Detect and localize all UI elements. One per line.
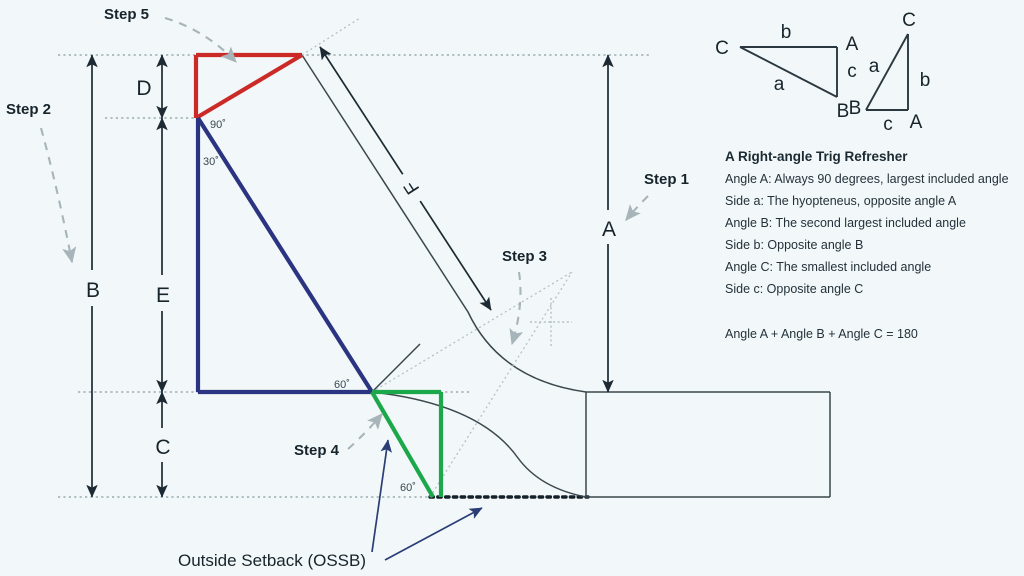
dimension-label-C: C: [155, 436, 170, 459]
trig-right-side-c-label: c: [883, 114, 893, 135]
trig-right-side-b-label: b: [920, 70, 931, 91]
trig-panel-title: A Right-angle Trig Refresher: [725, 149, 908, 164]
trig-right-vertex-C: C: [902, 10, 916, 31]
dimension-F-label-backing: [389, 166, 433, 210]
step-3-pointer-arrow: [509, 271, 524, 346]
trig-panel-equation: Angle A + Angle B + Angle C = 180: [725, 327, 918, 341]
dimension-E-label-backing: [148, 275, 177, 311]
trig-left-side-b-label: b: [781, 22, 792, 43]
trig-panel-line-3: Side b: Opposite angle B: [725, 238, 863, 252]
trig-panel-line-0: Angle A: Always 90 degrees, largest incl…: [725, 172, 1009, 186]
step-label-1: Step 1: [644, 171, 689, 188]
trig-left-vertex-B: B: [837, 101, 850, 122]
trig-left-vertex-C: C: [715, 38, 729, 59]
trig-right-side-a-label: a: [869, 56, 880, 77]
step-5-pointer-arrow: [164, 16, 237, 63]
green-triangle-hypotenuse: [370, 390, 435, 499]
trig-left-vertex-A: A: [846, 34, 859, 55]
angle-label-30: 30˚: [203, 156, 219, 168]
step-2-pointer-arrow: [39, 127, 77, 264]
part-inner-surface: [371, 391, 587, 498]
angle-label-60-blue: 60˚: [334, 379, 350, 391]
trig-panel-line-2: Angle B: The second largest included ang…: [725, 216, 966, 230]
angle-label-60-green: 60˚: [400, 482, 416, 494]
ossb-callout-label: Outside Setback (OSSB): [178, 551, 366, 570]
trig-left-side-c-label: c: [847, 61, 857, 82]
step-label-2: Step 2: [6, 101, 51, 118]
angle-label-90: 90˚: [210, 119, 226, 131]
trig-left-triangle-side-a: [739, 46, 838, 98]
construction-line-tangent: [429, 271, 573, 498]
dimension-C-label-backing: [148, 428, 177, 462]
trig-panel-line-1: Side a: The hyopteneus, opposite angle A: [725, 194, 957, 208]
part-outer-surface: [301, 54, 587, 393]
dimension-label-B: B: [86, 279, 100, 302]
blue-triangle-hypotenuse: [196, 116, 374, 394]
trig-right-vertex-A: A: [910, 112, 923, 133]
red-triangle-hypotenuse: [194, 53, 304, 120]
step-1-pointer-arrow: [625, 195, 649, 221]
construction-line-apex: [301, 17, 361, 56]
dimension-A-label-backing: [594, 210, 623, 244]
part-inner-tangent: [371, 343, 421, 393]
step-label-3: Step 3: [502, 248, 547, 265]
trig-left-side-a-label: a: [774, 74, 785, 95]
dimension-label-E: E: [156, 284, 170, 307]
trig-panel-line-5: Side c: Opposite angle C: [725, 282, 863, 296]
dimension-B-label-backing: [78, 270, 108, 306]
trig-right-triangle-side-a: [865, 33, 909, 111]
dimension-label-A: A: [602, 218, 616, 241]
trig-right-vertex-B: B: [849, 98, 862, 119]
step-4-pointer-arrow: [347, 413, 383, 450]
step-label-4: Step 4: [294, 442, 340, 459]
dimension-D-label-backing: [131, 72, 157, 102]
trig-panel-line-4: Angle C: The smallest included angle: [725, 260, 931, 274]
ossb-leader-arrow-right: [384, 507, 483, 561]
dimension-label-D: D: [136, 77, 151, 100]
step-label-5: Step 5: [104, 6, 149, 23]
construction-line-radius: [371, 271, 573, 393]
ossb-leader-arrow-left: [371, 439, 392, 553]
